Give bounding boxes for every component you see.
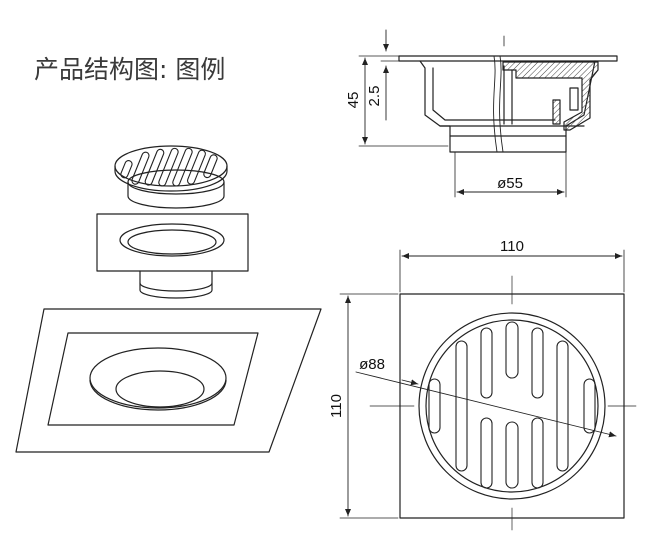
exploded-isometric-view	[15, 145, 322, 453]
square-frame-iso	[96, 213, 249, 299]
plan-width-label: 110	[500, 238, 524, 255]
grate-cover-iso	[114, 145, 228, 209]
total-height-label: 45	[345, 92, 362, 109]
outlet-diameter-label: ø55	[497, 175, 523, 192]
plan-view: 110 110 ø88	[328, 238, 637, 531]
flange-thickness-label: 2.5	[366, 86, 383, 107]
page-title: 产品结构图: 图例	[34, 55, 226, 84]
grate-diameter-label: ø88	[359, 356, 385, 373]
base-plate-iso	[15, 308, 322, 453]
side-section-view: 45 2.5 ø55	[345, 29, 618, 198]
plan-height-label: 110	[328, 394, 345, 418]
